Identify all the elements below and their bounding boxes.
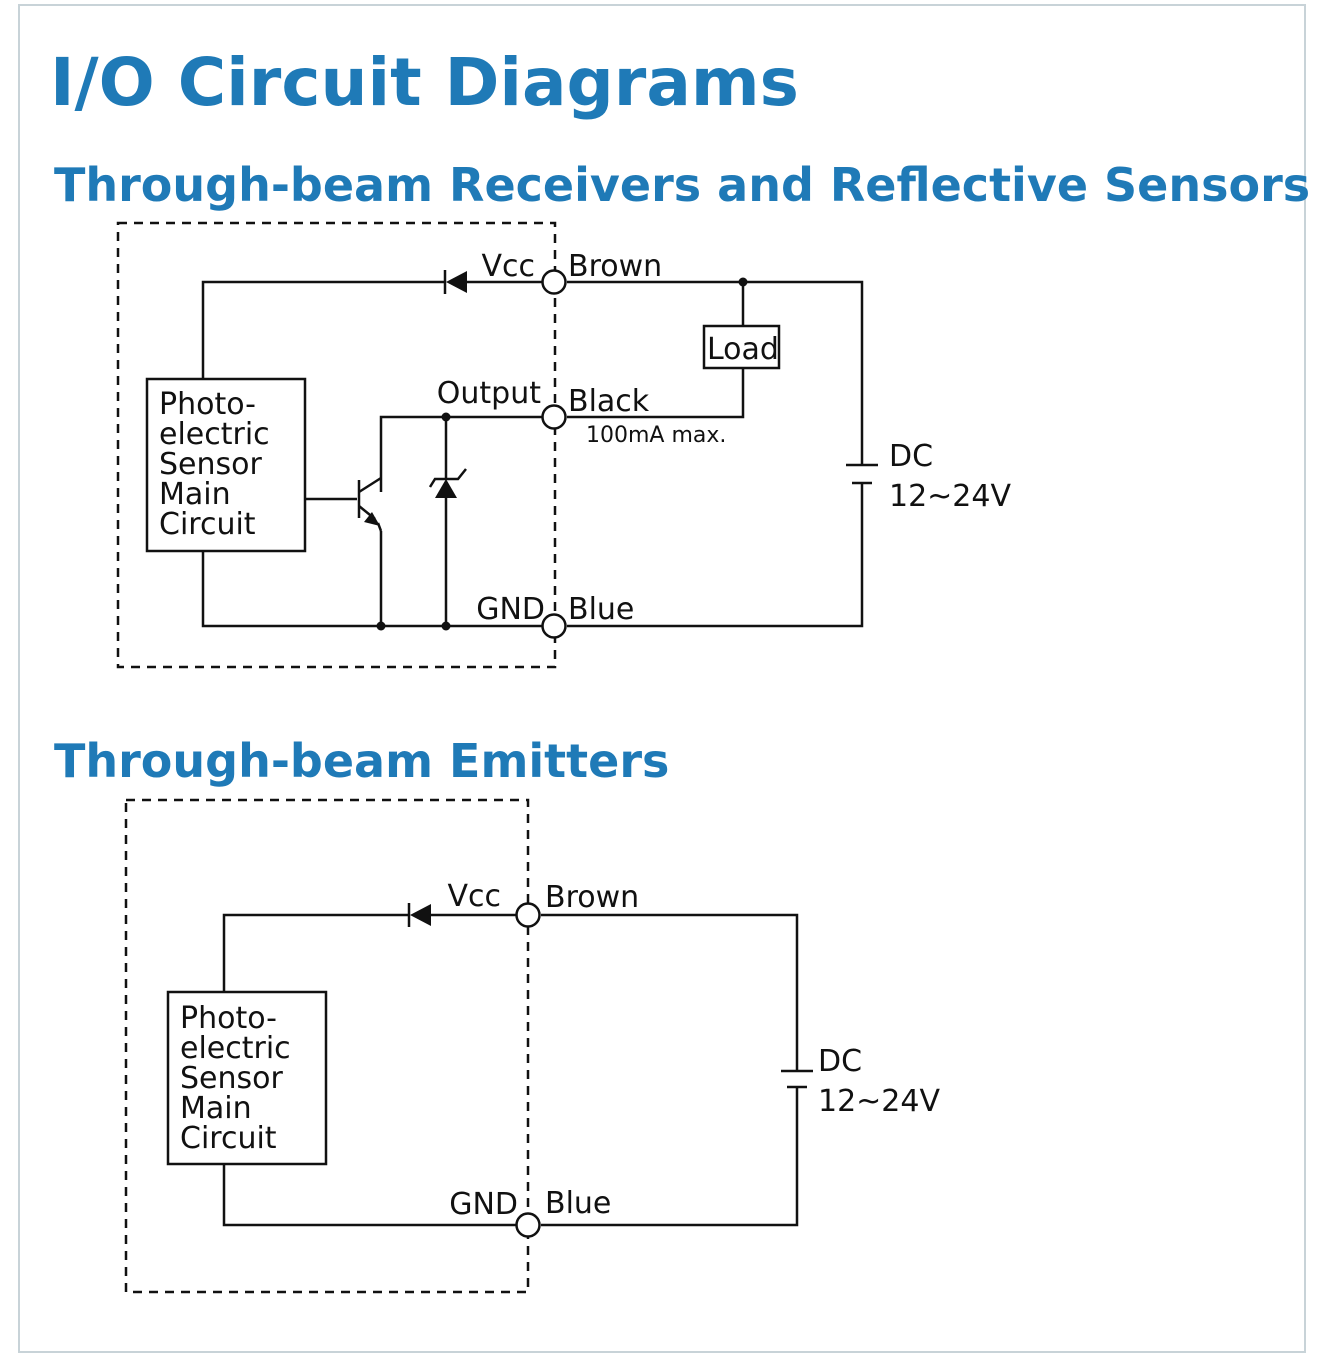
receivers-gnd-wire-outer xyxy=(567,483,864,628)
receivers-zener-icon xyxy=(428,417,467,626)
receivers-vcc-wire-outer xyxy=(567,280,864,465)
emitters-brown-label: Brown xyxy=(545,880,639,915)
emitters-circuit-line-4: Main xyxy=(180,1091,252,1126)
emitters-gnd-wire-inner xyxy=(222,1164,516,1227)
emitters-gnd-label: GND xyxy=(449,1187,518,1222)
receivers-gnd-label: GND xyxy=(476,592,545,627)
receivers-main-circuit-box xyxy=(145,377,307,553)
emitters-blue-terminal xyxy=(515,1212,541,1238)
receivers-vcc-wire-inner xyxy=(201,280,445,379)
emitters-circuit-line-1: Photo- xyxy=(180,1001,277,1036)
receivers-circuit-line-4: Main xyxy=(159,477,231,512)
receivers-section-title: Through-beam Receivers and Reflective Se… xyxy=(54,158,1311,212)
receivers-current-label: 100mA max. xyxy=(586,423,726,448)
emitters-dc-label: DC xyxy=(818,1044,862,1079)
receivers-circuit-line-1: Photo- xyxy=(159,387,256,422)
receivers-output-wire-outer xyxy=(567,368,745,419)
receivers-output-wire-inner xyxy=(379,415,542,492)
emitters-vcc-wire-inner xyxy=(222,913,409,992)
receivers-sensor-boundary xyxy=(116,221,557,669)
emitters-circuit-line-5: Circuit xyxy=(180,1121,277,1156)
receivers-circuit-line-2: electric xyxy=(159,417,270,452)
receivers-blue-terminal xyxy=(541,613,567,639)
page-title: I/O Circuit Diagrams xyxy=(50,44,799,121)
emitters-diagram: Photo- electric Sensor Main Circuit Vcc … xyxy=(124,798,940,1294)
page-frame xyxy=(18,4,1306,1353)
receivers-diode-icon xyxy=(443,270,542,294)
emitters-main-circuit-box xyxy=(166,990,328,1166)
receivers-brown-terminal xyxy=(541,269,567,295)
receivers-transistor-icon xyxy=(305,476,383,626)
receivers-black-terminal xyxy=(541,404,567,430)
emitters-section-title: Through-beam Emitters xyxy=(54,734,670,788)
emitters-gnd-wire-outer xyxy=(541,1087,799,1227)
emitters-blue-label: Blue xyxy=(545,1186,611,1221)
receivers-diagram: Photo- electric Sensor Main Circuit Load xyxy=(116,221,1011,669)
receivers-circuit-line-3: Sensor xyxy=(159,447,262,482)
emitters-battery-icon xyxy=(781,1069,813,1089)
receivers-vcc-label: Vcc xyxy=(481,249,535,284)
emitters-vcc-label: Vcc xyxy=(447,879,501,914)
emitters-circuit-line-2: electric xyxy=(180,1031,291,1066)
emitters-voltage-label: 12~24V xyxy=(818,1084,940,1119)
emitters-brown-terminal xyxy=(515,902,541,928)
receivers-circuit-line-5: Circuit xyxy=(159,507,256,542)
receivers-output-label: Output xyxy=(437,376,541,411)
emitters-circuit-line-3: Sensor xyxy=(180,1061,283,1096)
emitters-sensor-boundary xyxy=(124,798,530,1294)
receivers-load-label: Load xyxy=(707,332,779,367)
receivers-dc-label: DC xyxy=(889,439,933,474)
receivers-black-label: Black xyxy=(568,384,650,419)
receivers-brown-label: Brown xyxy=(568,249,662,284)
receivers-battery-icon xyxy=(846,463,878,485)
receivers-gnd-wire-inner xyxy=(201,551,542,628)
receivers-load-box xyxy=(702,324,781,370)
emitters-diode-icon xyxy=(407,903,516,927)
emitters-vcc-wire-outer xyxy=(541,913,799,1071)
receivers-blue-label: Blue xyxy=(568,592,634,627)
receivers-voltage-label: 12~24V xyxy=(889,479,1011,514)
